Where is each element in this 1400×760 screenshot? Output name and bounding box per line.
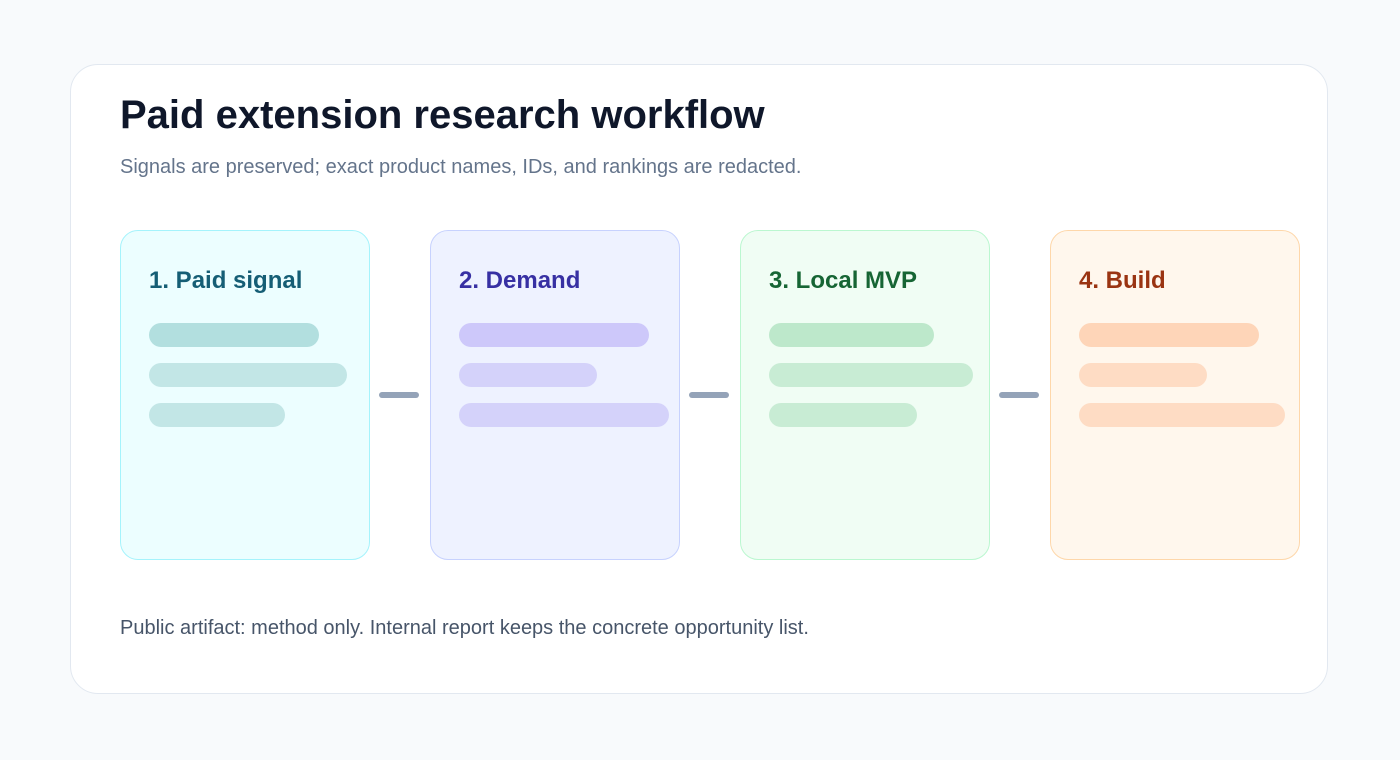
redacted-line bbox=[1079, 363, 1207, 387]
stage-paid-signal: 1. Paid signal bbox=[120, 230, 370, 560]
stage-demand: 2. Demand bbox=[430, 230, 680, 560]
page-subtitle: Signals are preserved; exact product nam… bbox=[120, 156, 802, 178]
stage-title: 4. Build bbox=[1079, 267, 1166, 294]
redacted-line bbox=[769, 363, 973, 387]
page-title: Paid extension research workflow bbox=[120, 93, 765, 137]
redacted-line bbox=[149, 363, 347, 387]
stage-local-mvp: 3. Local MVP bbox=[740, 230, 990, 560]
redacted-line bbox=[769, 323, 934, 347]
stage-title: 2. Demand bbox=[459, 267, 581, 294]
redacted-line bbox=[149, 323, 319, 347]
redacted-line bbox=[459, 363, 597, 387]
connector-arrow bbox=[999, 392, 1039, 398]
connector-arrow bbox=[689, 392, 729, 398]
connector-arrow bbox=[379, 392, 419, 398]
stage-build: 4. Build bbox=[1050, 230, 1300, 560]
stage-title: 3. Local MVP bbox=[769, 267, 918, 294]
redacted-line bbox=[1079, 323, 1259, 347]
redacted-line bbox=[1079, 403, 1285, 427]
redacted-line bbox=[459, 403, 669, 427]
footer-note: Public artifact: method only. Internal r… bbox=[120, 617, 809, 639]
stage-title: 1. Paid signal bbox=[149, 267, 303, 294]
redacted-line bbox=[149, 403, 285, 427]
redacted-line bbox=[769, 403, 917, 427]
redacted-line bbox=[459, 323, 649, 347]
